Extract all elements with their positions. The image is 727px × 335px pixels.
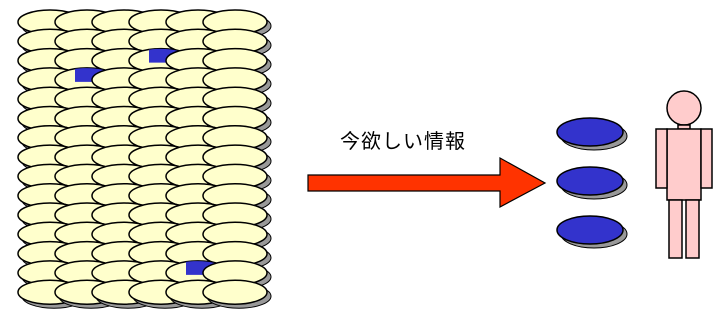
person-right-arm: [700, 128, 713, 189]
right-arrow: [307, 156, 547, 208]
person-head: [666, 90, 702, 126]
person-right-leg: [685, 199, 700, 259]
stack-disc: [202, 279, 272, 309]
arrow-label: 今欲しい情報: [340, 129, 466, 153]
selected-disc: [556, 215, 628, 249]
person-torso: [666, 128, 702, 201]
selected-disc: [556, 117, 628, 151]
person-left-leg: [668, 199, 683, 259]
person-left-arm: [655, 128, 668, 189]
selected-discs: [556, 117, 628, 249]
person-icon: [655, 90, 713, 259]
selected-disc: [556, 166, 628, 200]
information-disc-stack: [17, 9, 272, 309]
